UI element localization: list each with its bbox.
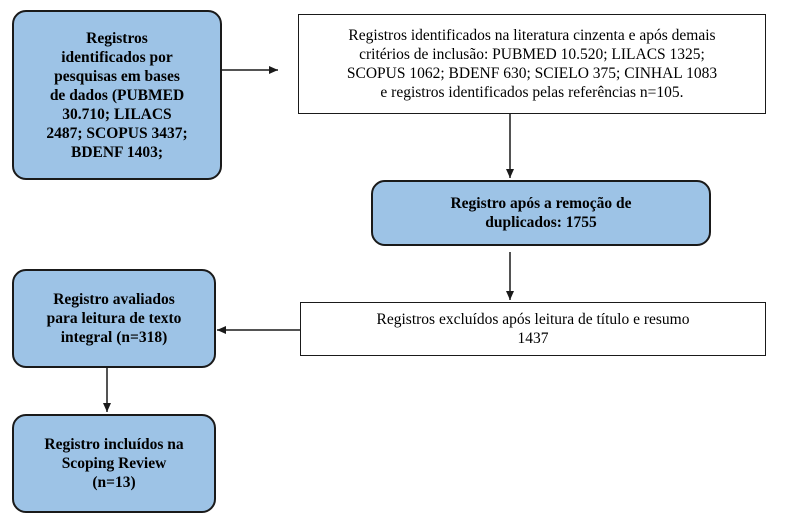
excluded-box: Registros excluídos após leitura de títu… <box>300 302 766 356</box>
databases-box: Registros identificados por pesquisas em… <box>12 10 222 180</box>
after-duplicates-box: Registro após a remoção de duplicados: 1… <box>371 180 711 246</box>
full-text-box: Registro avaliados para leitura de texto… <box>12 269 216 368</box>
grey-literature-text: Registros identificados na literatura ci… <box>346 27 718 101</box>
databases-text: Registros identificados por pesquisas em… <box>46 29 188 161</box>
full-text-text: Registro avaliados para leitura de texto… <box>46 291 182 346</box>
excluded-text: Registros excluídos após leitura de títu… <box>376 311 690 347</box>
grey-literature-box: Registros identificados na literatura ci… <box>298 14 766 114</box>
after-duplicates-text: Registro após a remoção de duplicados: 1… <box>450 195 632 231</box>
included-text: Registro incluídos na Scoping Review (n=… <box>44 436 184 491</box>
included-box: Registro incluídos na Scoping Review (n=… <box>12 414 216 513</box>
